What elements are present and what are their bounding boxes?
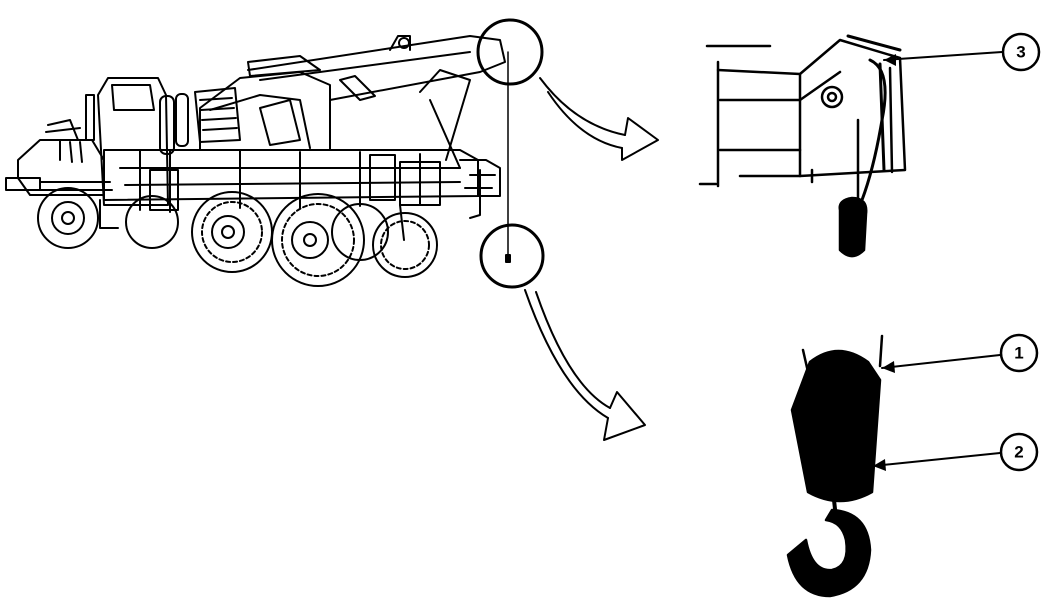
arrow-to-hook-detail xyxy=(525,290,645,440)
callout-2-number: 2 xyxy=(1014,443,1023,462)
callout-1-number: 1 xyxy=(1014,344,1023,363)
arrow-to-sheave-detail xyxy=(540,78,658,160)
boom-sheave-detail xyxy=(700,36,905,256)
magnifier-hook xyxy=(481,225,543,287)
front-wheel xyxy=(38,188,98,248)
callout-3: 3 xyxy=(884,34,1039,70)
wrecker-truck-illustration xyxy=(6,36,510,286)
callout-1: 1 xyxy=(882,335,1037,373)
callout-2: 2 xyxy=(873,434,1037,471)
hook-block-detail xyxy=(788,336,882,596)
magnifier-boom-tip xyxy=(478,20,542,84)
rear-wheel-3 xyxy=(373,213,437,277)
rear-wheel-2 xyxy=(272,194,388,286)
callout-3-number: 3 xyxy=(1016,43,1025,62)
